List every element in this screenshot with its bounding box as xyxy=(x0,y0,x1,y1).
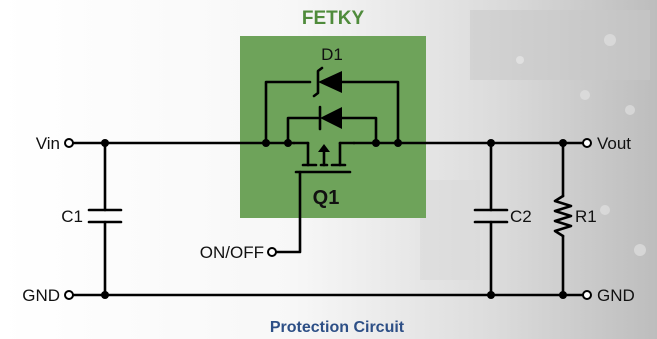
label-c1: C1 xyxy=(61,207,83,226)
label-vout: Vout xyxy=(597,134,631,153)
label-gnd-right: GND xyxy=(597,286,635,305)
terminal-vin xyxy=(64,138,74,148)
body-diode xyxy=(318,105,342,131)
fetky-title: FETKY xyxy=(302,8,365,29)
junction-dots xyxy=(101,139,567,299)
label-d1: D1 xyxy=(321,45,343,64)
diagram-caption: Protection Circuit xyxy=(270,319,405,336)
mosfet-q1 xyxy=(292,141,356,174)
capacitor-c2 xyxy=(473,208,509,224)
label-gnd-left: GND xyxy=(22,286,60,305)
terminal-vout xyxy=(582,138,592,148)
label-vin: Vin xyxy=(36,134,60,153)
resistor-r1 xyxy=(553,194,573,238)
terminal-gnd-right xyxy=(582,290,592,300)
fetky-module-box xyxy=(240,36,426,218)
background-board-texture xyxy=(420,10,650,280)
label-on-off: ON/OFF xyxy=(200,243,264,262)
label-r1: R1 xyxy=(575,207,597,226)
label-q1: Q1 xyxy=(313,187,340,209)
terminal-gnd-left xyxy=(64,290,74,300)
label-c2: C2 xyxy=(510,207,532,226)
wires xyxy=(70,80,585,297)
schottky-diode-d1 xyxy=(312,66,342,98)
terminals xyxy=(64,138,592,300)
terminal-on-off xyxy=(267,247,277,257)
capacitor-c1 xyxy=(87,208,123,224)
